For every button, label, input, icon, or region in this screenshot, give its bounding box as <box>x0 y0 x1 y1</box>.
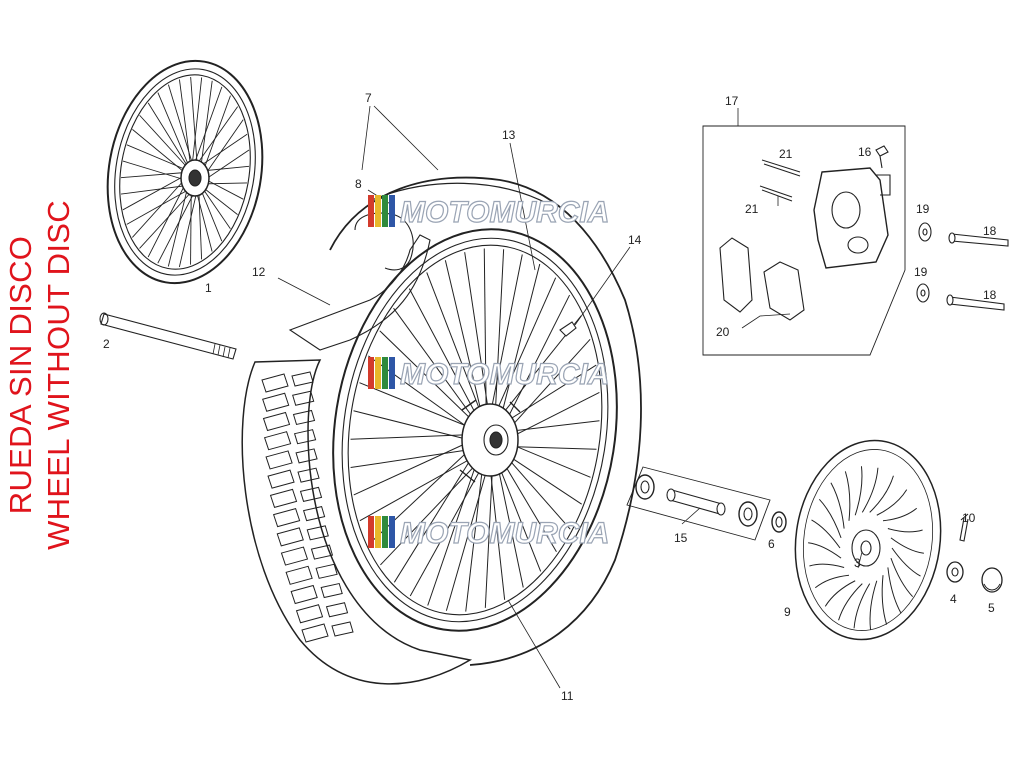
callout-4: 4 <box>950 592 957 606</box>
cap <box>981 567 1003 593</box>
nut <box>946 561 964 583</box>
callout-14: 14 <box>628 233 642 247</box>
callout-18-lower: 18 <box>983 288 997 302</box>
callout-11: 11 <box>561 689 574 703</box>
callout-5: 5 <box>988 601 995 615</box>
callout-19-upper: 19 <box>916 202 930 216</box>
watermark-text: MOTOMURCIA <box>400 517 609 550</box>
watermarks: MOTOMURCIA MOTOMURCIA MOTOMURCIA <box>368 195 610 551</box>
callout-16: 16 <box>858 145 872 159</box>
callout-18-upper: 18 <box>983 224 997 238</box>
oil-seal <box>771 511 787 533</box>
callout-19-lower: 19 <box>914 265 928 279</box>
tyre <box>241 176 642 685</box>
callout-9: 9 <box>784 605 791 619</box>
callout-numbers: 1 2 3 4 5 6 7 8 9 10 11 12 13 14 15 16 1… <box>103 91 997 703</box>
callout-10: 10 <box>962 511 976 525</box>
callout-13: 13 <box>502 128 516 142</box>
spoked-wheel-small <box>106 59 264 285</box>
spoked-wheel-large <box>332 228 618 632</box>
wheel-axle <box>99 312 237 360</box>
bearing-kit <box>626 466 771 541</box>
disc-bolt <box>959 513 969 542</box>
callout-8: 8 <box>355 177 362 191</box>
brake-disc <box>794 439 942 641</box>
watermark-middle: MOTOMURCIA <box>368 357 610 392</box>
callout-6: 6 <box>768 537 775 551</box>
watermark-text: MOTOMURCIA <box>400 196 609 229</box>
callout-12: 12 <box>252 265 266 279</box>
callout-2: 2 <box>103 337 110 351</box>
caliper-assembly <box>702 125 1009 356</box>
callout-3: 3 <box>854 556 861 570</box>
callout-7: 7 <box>365 91 372 105</box>
watermark-text: MOTOMURCIA <box>400 358 609 391</box>
callout-21-lower: 21 <box>745 202 759 216</box>
valve <box>559 321 577 337</box>
callout-15: 15 <box>674 531 688 545</box>
leader-lines <box>277 105 863 689</box>
watermark-bottom: MOTOMURCIA <box>368 516 610 551</box>
callout-21-upper: 21 <box>779 147 793 161</box>
callout-20: 20 <box>716 325 730 339</box>
callout-17: 17 <box>725 94 739 108</box>
callout-1: 1 <box>205 281 212 295</box>
watermark-top: MOTOMURCIA <box>368 195 610 230</box>
